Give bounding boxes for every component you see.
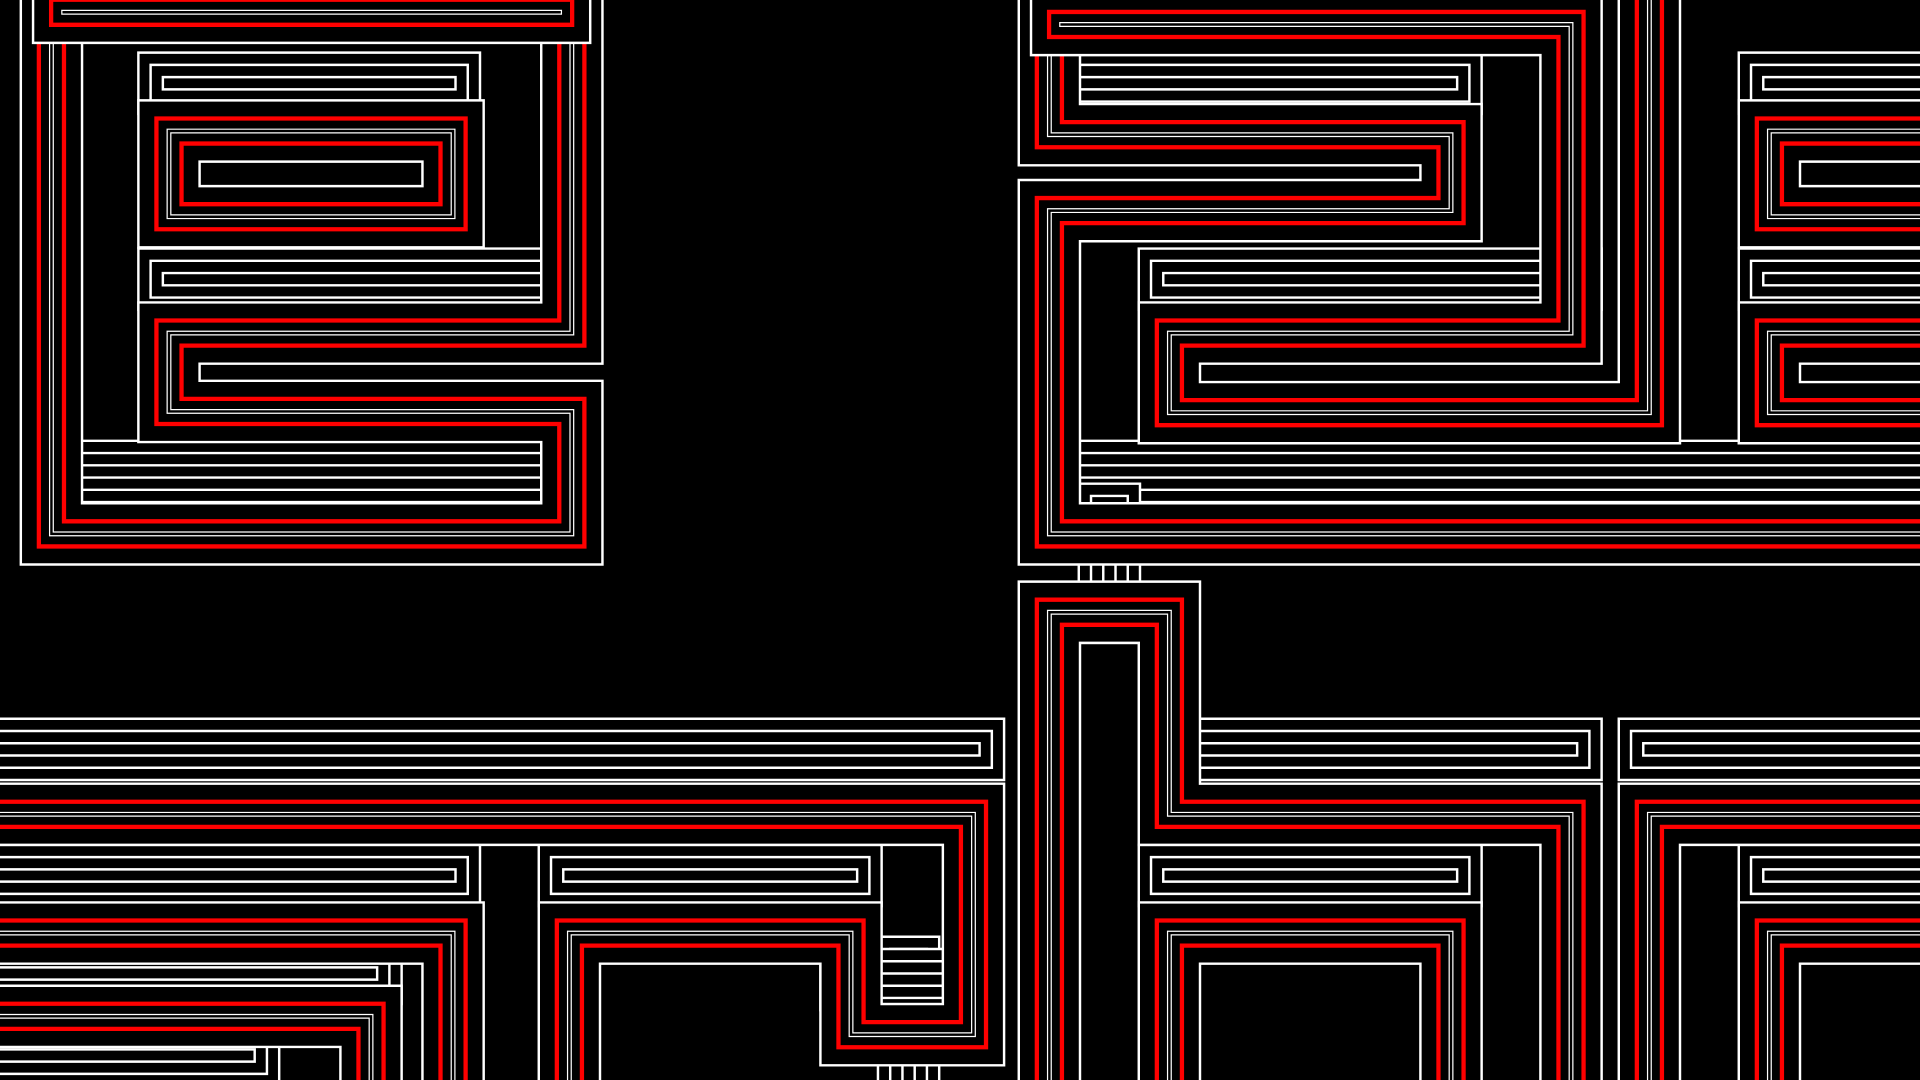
highlighted-trace	[0, 782, 1006, 1080]
highlighted-trace	[137, 99, 485, 249]
highlighted-trace-stroke	[0, 931, 455, 1080]
highlighted-trace	[1737, 901, 1920, 1080]
highlighted-trace-stroke	[1168, 931, 1453, 1080]
highlighted-trace-stroke	[1768, 331, 1920, 414]
highlighted-trace-stroke	[1048, 0, 1920, 536]
highlighted-trace-stroke	[0, 813, 975, 1080]
highlighted-trace-stroke	[1048, 611, 1573, 1080]
highlighted-trace	[1737, 301, 1920, 445]
highlighted-trace	[1737, 99, 1920, 249]
highlighted-trace-stroke	[1060, 0, 1651, 414]
highlighted-trace-stroke	[1768, 129, 1920, 218]
highlighted-trace-stroke	[1648, 813, 1920, 1080]
highlighted-trace	[0, 984, 403, 1080]
highlighted-trace-stroke	[50, 0, 574, 536]
highlighted-trace	[1137, 901, 1483, 1080]
highlighted-trace-stroke	[167, 129, 455, 218]
highlighted-trace	[0, 901, 485, 1080]
highlighted-trace	[1617, 782, 1920, 1080]
highlighted-trace	[1017, 580, 1603, 1080]
highlighted-trace	[1017, 0, 1920, 566]
highlighted-trace	[19, 0, 604, 566]
highlighted-trace	[1029, 0, 1682, 445]
highlighted-trace-stroke	[1768, 931, 1920, 1080]
highlighted-trace-stroke	[0, 1015, 373, 1080]
